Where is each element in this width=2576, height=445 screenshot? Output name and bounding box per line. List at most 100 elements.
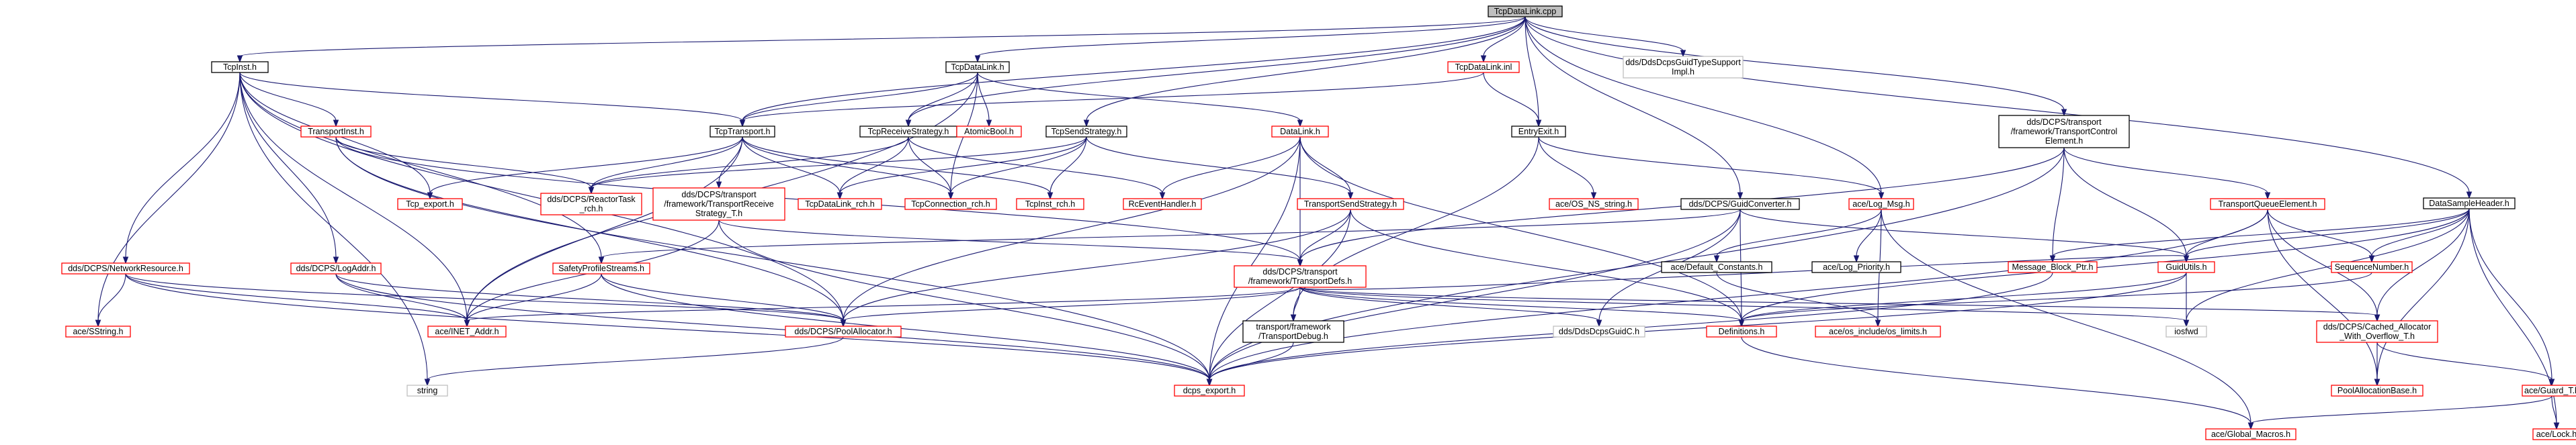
node-label: DataLink.h — [1280, 127, 1320, 136]
node-tcpsend[interactable]: TcpSendStrategy.h — [1045, 126, 1127, 138]
node-box — [1242, 320, 1344, 343]
node-guidutils[interactable]: GuidUtils.h — [2157, 261, 2215, 273]
node-label: EntryExit.h — [1518, 127, 1559, 136]
edge-tcpinst-to-safetyprofile — [239, 72, 605, 264]
node-sstring[interactable]: ace/SString.h — [65, 326, 131, 338]
edge-tcptransport-to-tre — [716, 136, 743, 189]
node-inetaddr[interactable]: ace/INET_Addr.h — [427, 326, 507, 338]
node-networkresource[interactable]: dds/DCPS/NetworkResource.h — [61, 262, 190, 275]
node-logmsg[interactable]: ace/Log_Msg.h — [1848, 198, 1914, 210]
node-tcpdatalinkh[interactable]: TcpDataLink.h — [945, 61, 1010, 73]
node-tcpreceive[interactable]: TcpReceiveStrategy.h — [859, 126, 957, 138]
node-box — [1815, 326, 1941, 338]
node-box — [1511, 126, 1566, 138]
edge-transportsend-to-transportdefs — [1297, 209, 1351, 267]
edge-tcpinst-to-transportinst — [239, 72, 339, 128]
node-label: /framework/TransportReceive — [664, 199, 774, 209]
node-box — [1623, 56, 1744, 79]
edge-tcpsend-to-tcpdatalinkrch — [836, 136, 1087, 200]
node-tcpdatalinkrch[interactable]: TcpDataLink_rch.h — [798, 198, 882, 210]
node-dcpsexport[interactable]: dcps_export.h — [1174, 385, 1245, 397]
node-label: Element.h — [2045, 136, 2083, 146]
node-label: dds/DdsDcpsGuidC.h — [1559, 327, 1639, 336]
edge-tcpinst-to-sstring — [95, 72, 241, 328]
node-label: dds/DCPS/transport — [2026, 117, 2102, 127]
edge-tcptransport-to-tcpinstrch — [742, 136, 1054, 200]
node-label: TransportQueueElement.h — [2219, 199, 2317, 209]
edge-entryexit-to-transportdebug — [1290, 136, 1539, 322]
node-osnsstring[interactable]: ace/OS_NS_string.h — [1549, 198, 1639, 210]
edge-transportdefs-to-cachedalloc — [1299, 287, 2380, 322]
edge-tcptransport-to-tcpexport — [427, 136, 743, 200]
node-msgblockptr[interactable]: Message_Block_Ptr.h — [2008, 261, 2098, 273]
node-tcpexport[interactable]: Tcp_export.h — [397, 198, 463, 210]
node-atomicbool[interactable]: AtomicBool.h — [956, 126, 1022, 138]
node-definitions[interactable]: Definitions.h — [1706, 326, 1777, 338]
node-tcpinstrch[interactable]: TcpInst_rch.h — [1016, 198, 1084, 210]
node-rceventhandler[interactable]: RcEventHandler.h — [1123, 198, 1202, 210]
node-aceguard[interactable]: ace/Guard_T.h — [2522, 385, 2576, 397]
node-oslimits[interactable]: ace/os_include/os_limits.h — [1815, 326, 1941, 338]
node-tcptransport[interactable]: TcpTransport.h — [710, 126, 775, 138]
node-box — [710, 126, 775, 138]
node-label: PoolAllocationBase.h — [2337, 386, 2417, 395]
node-label: AtomicBool.h — [964, 127, 1014, 136]
node-guidconverter[interactable]: dds/DCPS/GuidConverter.h — [1680, 198, 1800, 210]
node-label: ace/Default_Constants.h — [1671, 262, 1763, 272]
node-label: TcpTransport.h — [715, 127, 771, 136]
node-seqnumber[interactable]: SequenceNumber.h — [2331, 261, 2413, 273]
node-iosfwd[interactable]: iosfwd — [2165, 326, 2207, 338]
edge-root-to-logmsg — [1525, 16, 1885, 200]
node-transportdebug[interactable]: transport/framework/TransportDebug.h — [1242, 320, 1344, 343]
node-label: Impl.h — [1672, 67, 1694, 77]
node-box — [427, 326, 507, 338]
edge-tcpdatalinkh-to-tcpreceive — [905, 72, 978, 128]
node-tcpconnrch[interactable]: TcpConnection_rch.h — [904, 198, 997, 210]
node-defaultconst[interactable]: ace/Default_Constants.h — [1661, 261, 1772, 273]
node-box — [540, 193, 642, 215]
node-box — [1680, 198, 1800, 210]
edge-datasample-to-msgblockptr — [2049, 208, 2470, 263]
node-poolallocbase[interactable]: PoolAllocationBase.h — [2331, 385, 2423, 397]
edge-poolalloc-to-string — [424, 336, 844, 387]
node-label: /framework/TransportDefs.h — [1248, 277, 1352, 286]
edge-tcpreceive-to-rceventhandler — [908, 136, 1166, 200]
node-datasample[interactable]: DataSampleHeader.h — [2423, 197, 2516, 209]
node-string[interactable]: string — [406, 385, 448, 397]
edge-root-to-tcpsend — [1083, 16, 1526, 128]
edge-entryexit-to-osnsstring — [1538, 136, 1597, 200]
node-globalmacros[interactable]: ace/Global_Macros.h — [2205, 428, 2296, 440]
node-datalink[interactable]: DataLink.h — [1271, 126, 1329, 138]
edge-datasample-to-iosfwd — [2183, 208, 2470, 328]
node-reactortask[interactable]: dds/DCPS/ReactorTask_rch.h — [540, 193, 642, 215]
node-acelock[interactable]: ace/Lock.h — [2532, 428, 2576, 440]
node-tqelement[interactable]: TransportQueueElement.h — [2210, 198, 2325, 210]
node-label: TcpInst.h — [223, 62, 257, 72]
node-entryexit[interactable]: EntryExit.h — [1511, 126, 1566, 138]
edge-transportdefs-to-guidc — [1299, 287, 1602, 328]
node-guidc[interactable]: dds/DdsDcpsGuidC.h — [1553, 326, 1645, 338]
edge-seqnumber-to-definitions — [1738, 272, 2372, 328]
node-logpriority[interactable]: ace/Log_Priority.h — [1811, 261, 1901, 273]
node-transportinst[interactable]: TransportInst.h — [300, 126, 372, 138]
node-transportsend[interactable]: TransportSendStrategy.h — [1297, 198, 1404, 210]
node-label: iosfwd — [2174, 327, 2198, 336]
node-poolalloc[interactable]: dds/DCPS/PoolAllocator.h — [785, 326, 902, 338]
node-transportdefs[interactable]: dds/DCPS/transport/framework/TransportDe… — [1234, 265, 1367, 288]
node-tcpdatalinkinl[interactable]: TcpDataLink.inl — [1447, 61, 1520, 73]
node-cachedalloc[interactable]: dds/DCPS/Cached_Allocator_With_Overflow_… — [2316, 320, 2438, 343]
node-label: dcps_export.h — [1183, 386, 1236, 395]
node-tre[interactable]: dds/DCPS/transport/framework/TransportRe… — [652, 187, 785, 221]
node-box — [956, 126, 1022, 138]
node-box — [2165, 326, 2207, 338]
node-box — [945, 61, 1010, 73]
node-safetyprofile[interactable]: SafetyProfileStreams.h — [552, 262, 650, 275]
node-box — [2331, 261, 2413, 273]
edge-tcpsend-to-reactortask — [588, 136, 1087, 195]
edges-layer — [95, 16, 2560, 430]
node-tqcontrol[interactable]: dds/DCPS/transport/framework/TransportCo… — [1998, 115, 2130, 148]
node-logaddr[interactable]: dds/DCPS/LogAddr.h — [290, 262, 382, 275]
node-tcpinst[interactable]: TcpInst.h — [211, 61, 269, 73]
edge-transportdefs-to-inetaddr — [464, 287, 1301, 328]
